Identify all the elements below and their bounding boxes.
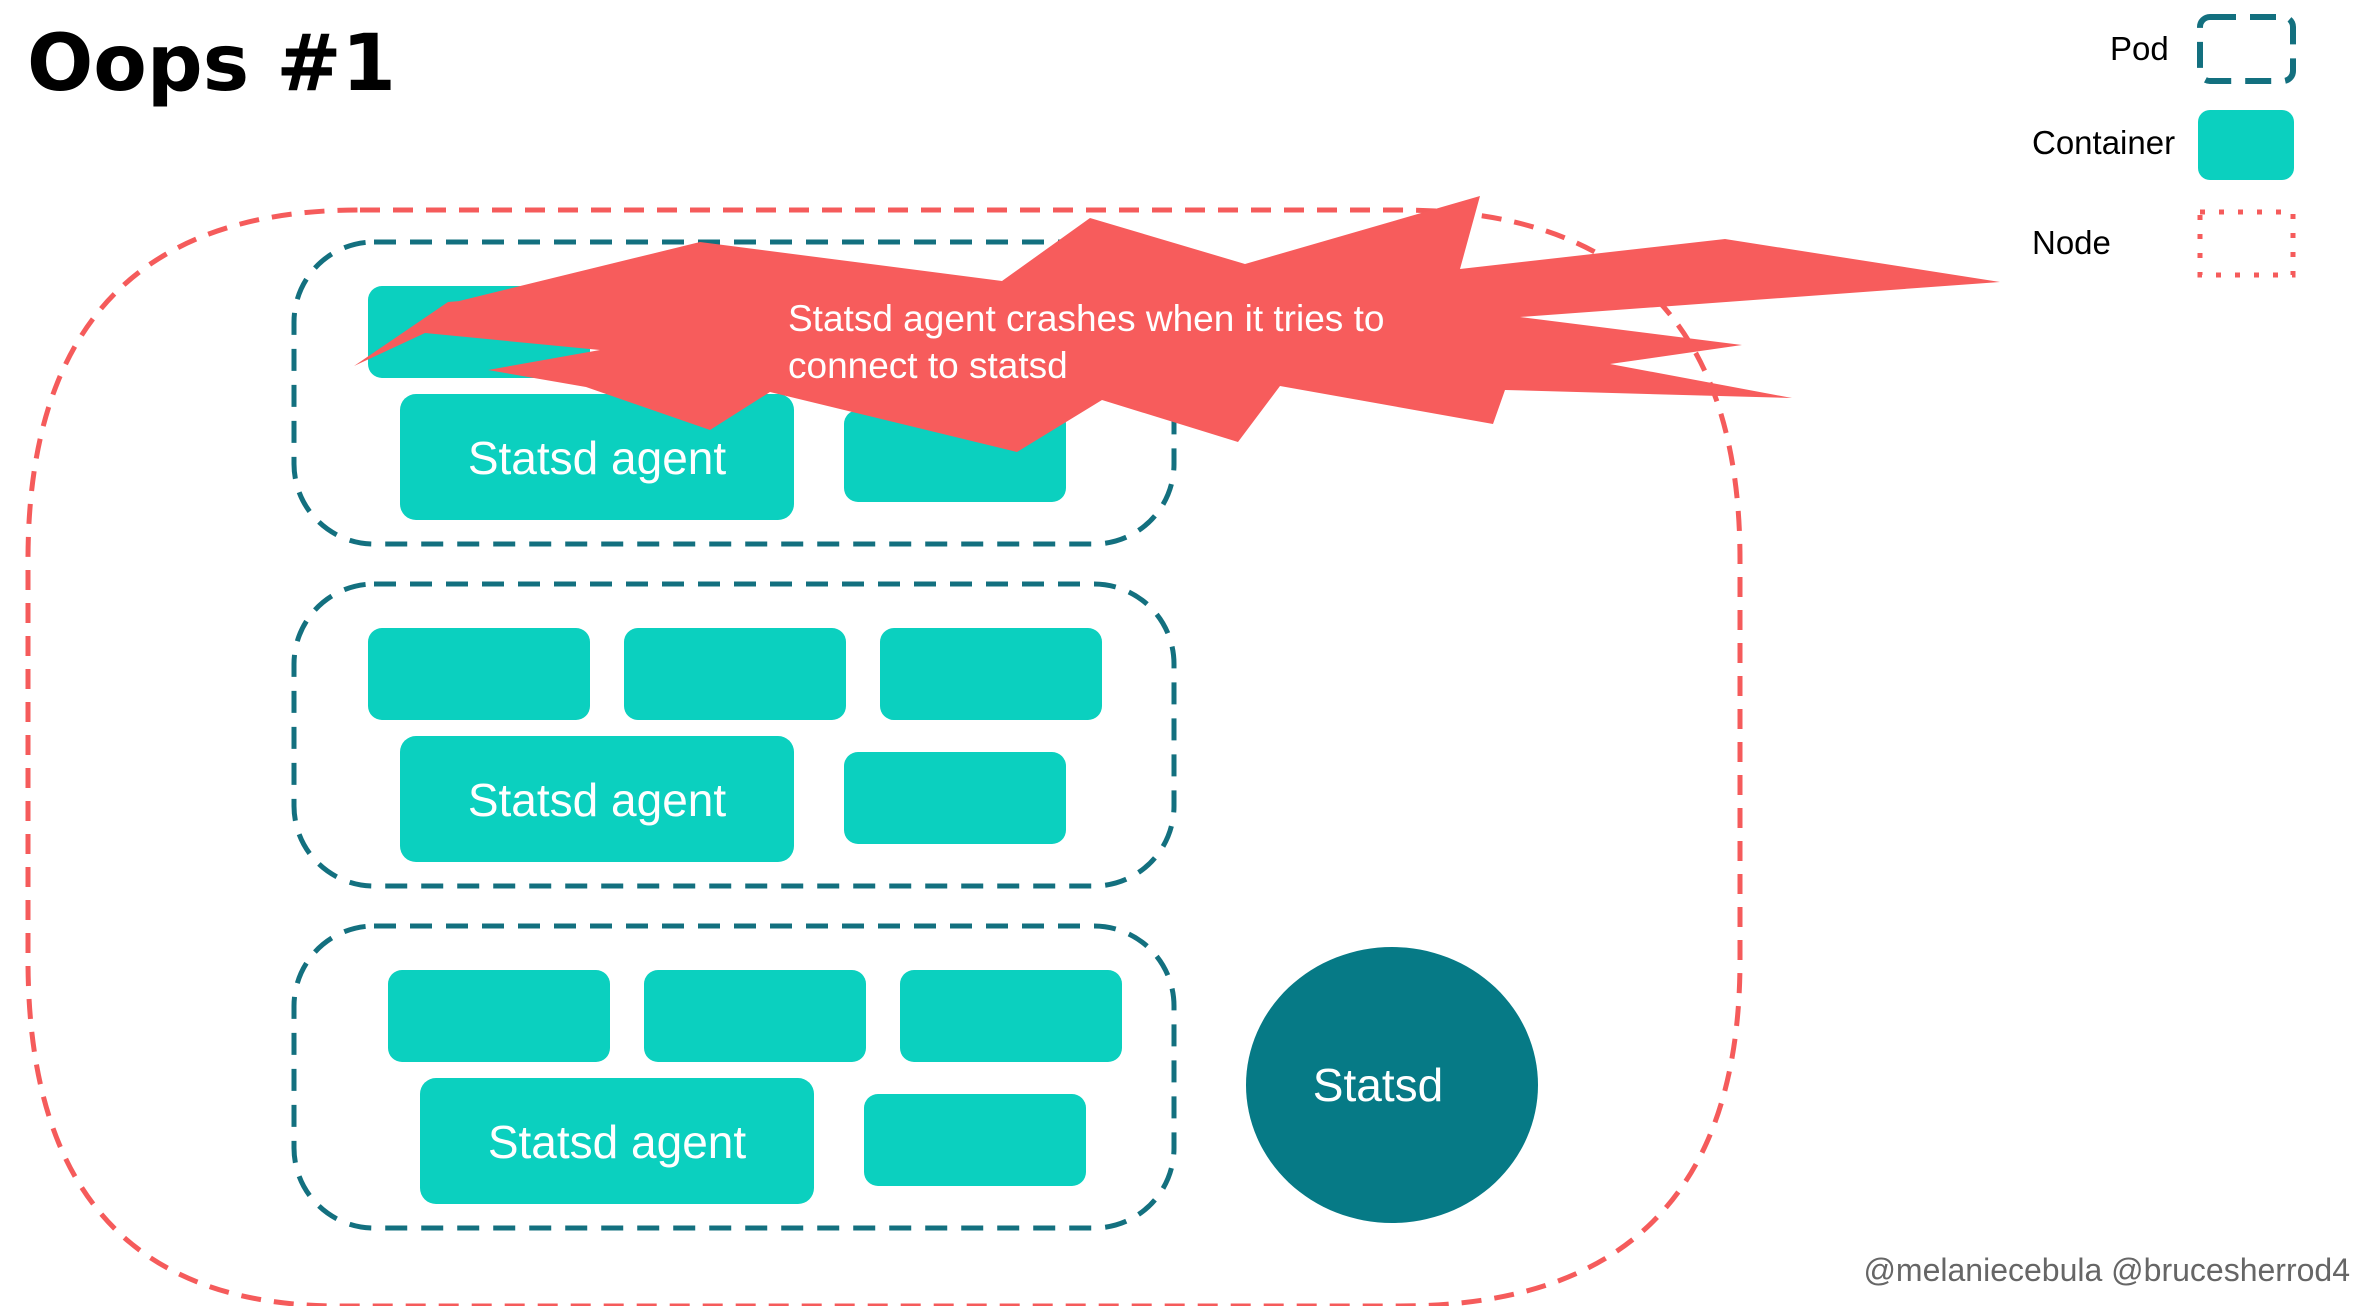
statsd-agent-container (420, 1078, 814, 1204)
callout-line-1: Statsd agent crashes when it tries to (788, 298, 1384, 339)
statsd-node: Statsd (1246, 947, 1538, 1223)
statsd-agent-container (400, 394, 794, 520)
legend-pod-label: Pod (2110, 30, 2169, 67)
pod-2-boundary (291, 581, 1177, 889)
container (880, 628, 1102, 720)
statsd-agent-label: Statsd agent (468, 774, 727, 826)
container (644, 970, 866, 1062)
container (624, 628, 846, 720)
statsd-agent-label: Statsd agent (488, 1116, 747, 1168)
container (864, 1094, 1086, 1186)
callout-line-2: connect to statsd (788, 345, 1068, 386)
legend-node-label: Node (2032, 224, 2111, 261)
node-boundary (25, 207, 1743, 1306)
statsd-label: Statsd (1313, 1059, 1443, 1111)
container (900, 970, 1122, 1062)
slide-title: Oops #1 (27, 19, 396, 109)
legend-container-label: Container (2032, 124, 2176, 161)
statsd-agent-label: Statsd agent (468, 432, 727, 484)
container (844, 752, 1066, 844)
explosion-starburst-icon (354, 196, 2000, 452)
footer-attribution: @melaniecebula @brucesherrod4 (1863, 1252, 2350, 1288)
container (368, 628, 590, 720)
legend-pod-swatch (2197, 14, 2296, 84)
pod-3: Statsd agent (291, 923, 1177, 1231)
pod-2: Statsd agent (291, 581, 1177, 889)
statsd-circle (1246, 947, 1538, 1223)
container (388, 970, 610, 1062)
crash-callout: Statsd agent crashes when it tries to co… (354, 196, 2000, 452)
pod-3-boundary (291, 923, 1177, 1231)
legend-container-swatch (2198, 110, 2294, 180)
statsd-agent-container (400, 736, 794, 862)
legend-node-swatch (2197, 209, 2296, 278)
